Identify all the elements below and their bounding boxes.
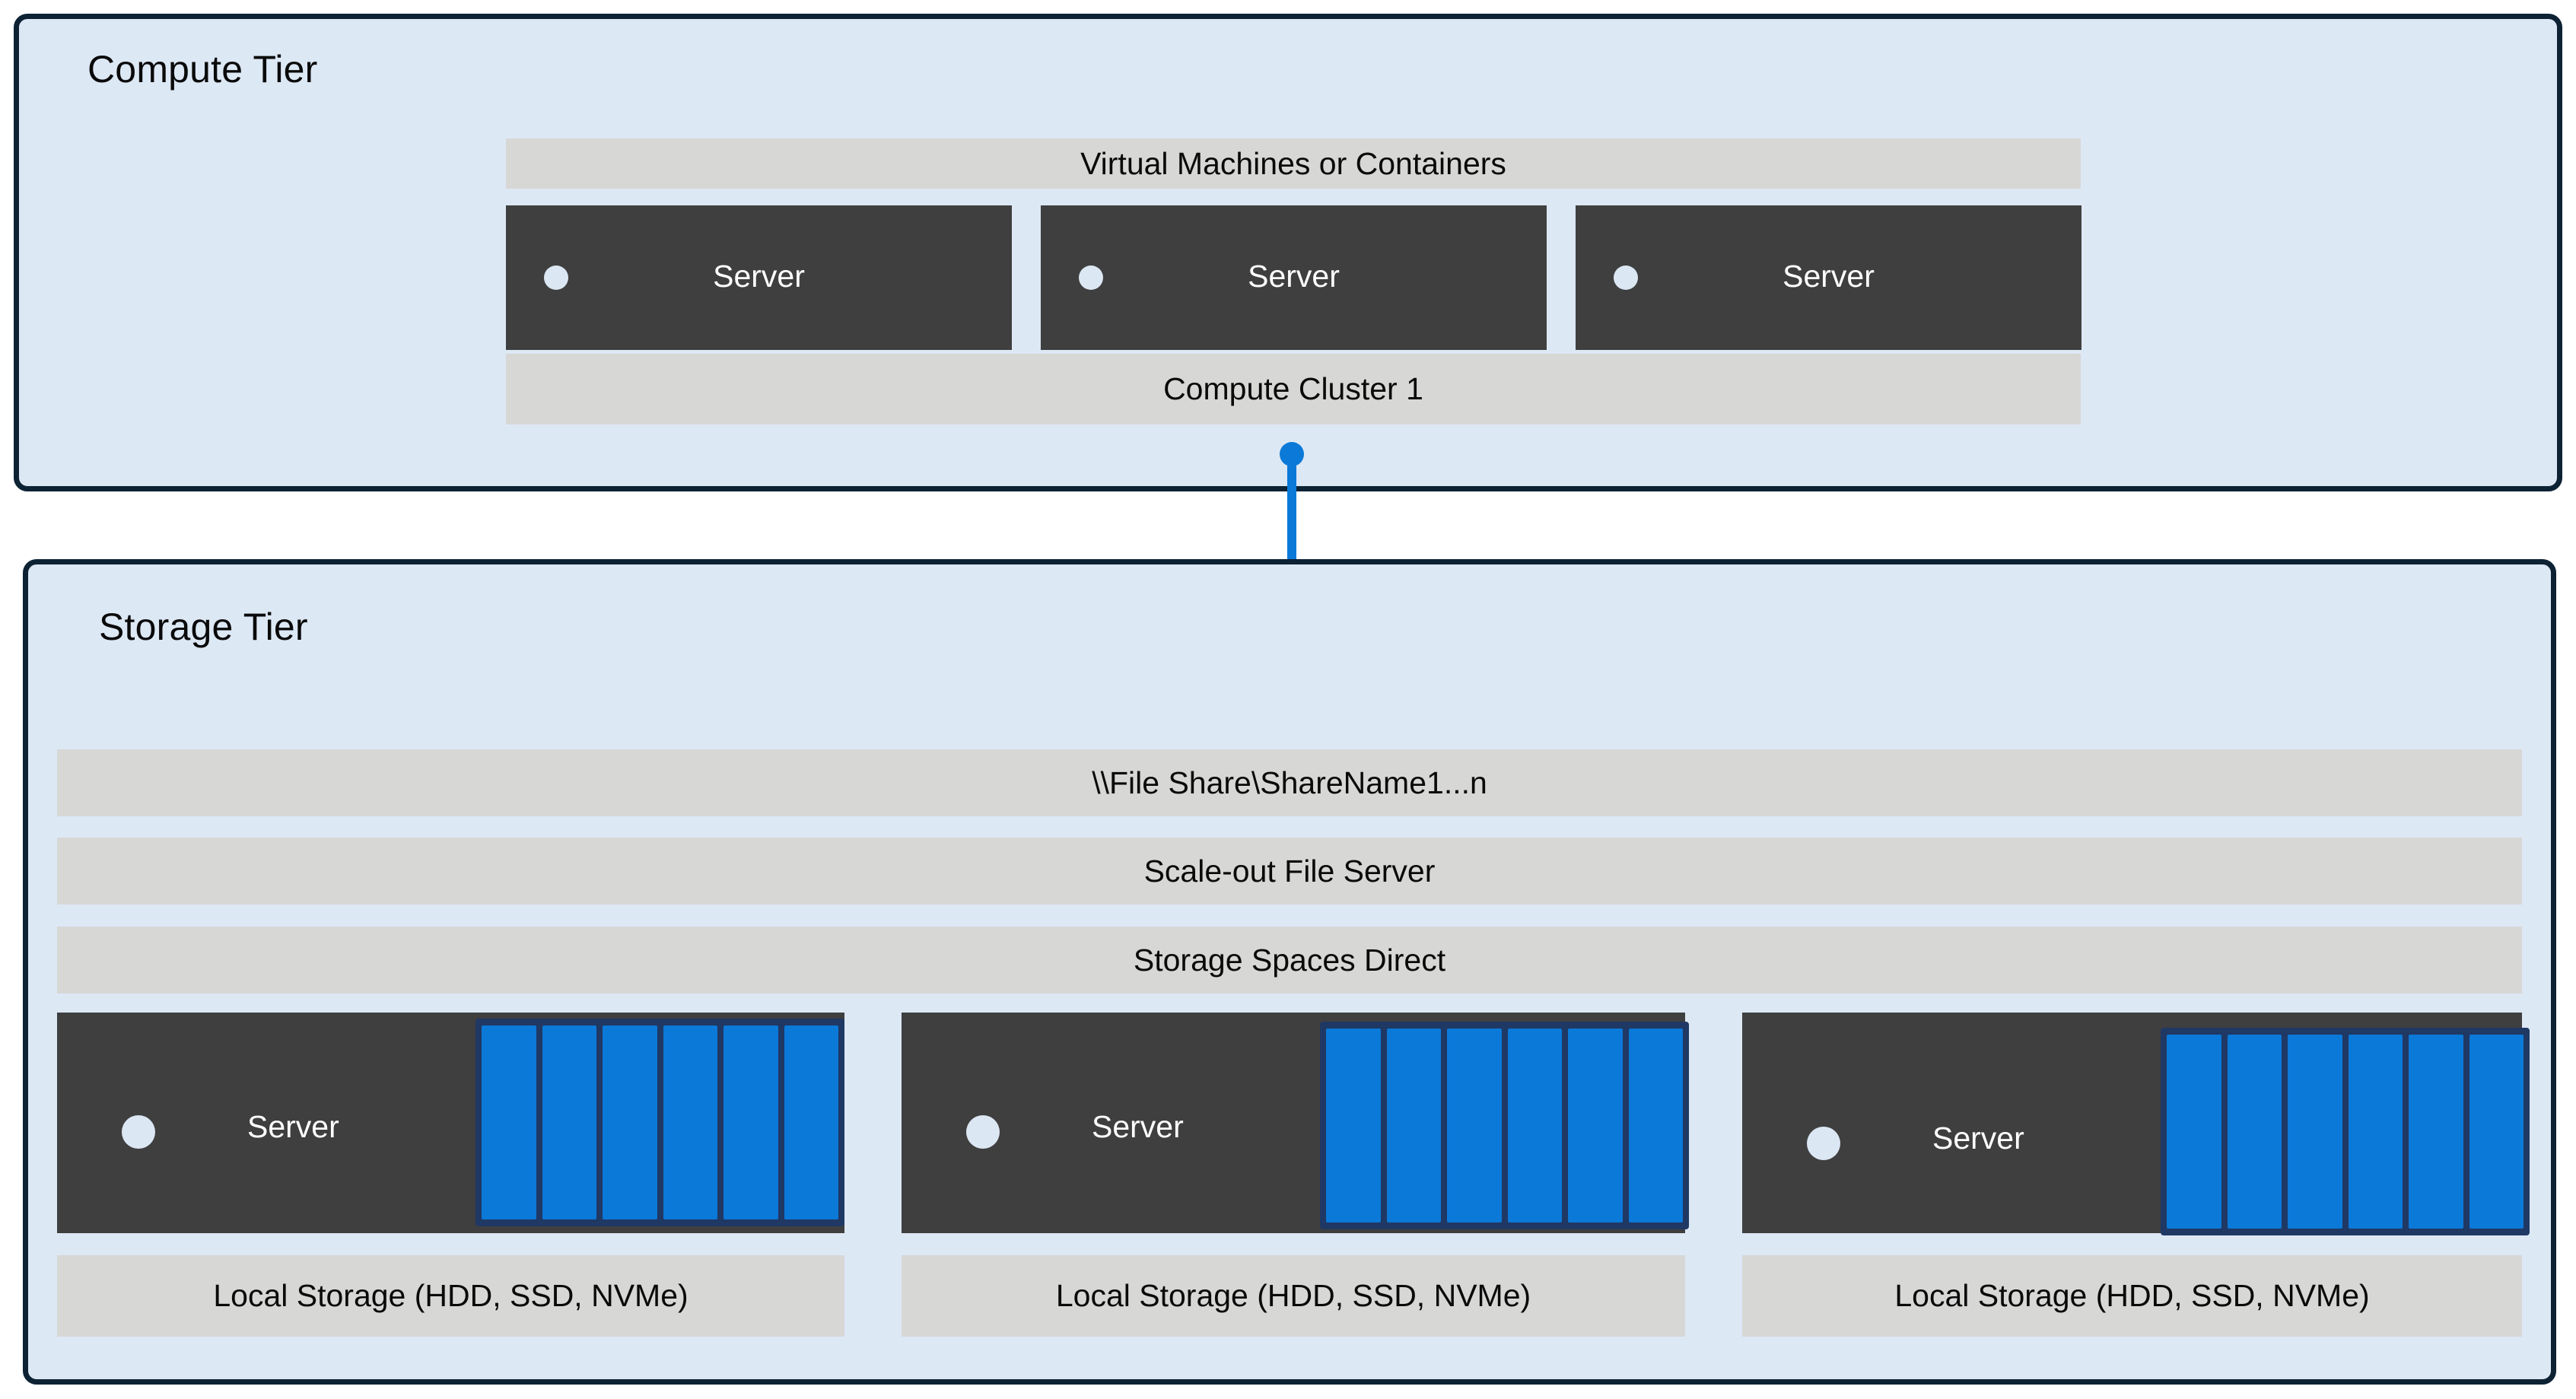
compute-server-1: Server: [506, 205, 1012, 350]
disk-array-2: [1320, 1022, 1689, 1229]
storage-spaces-direct-bar-label: Storage Spaces Direct: [1133, 942, 1446, 978]
disk-drive: [1507, 1029, 1562, 1223]
status-led-icon: [1079, 265, 1103, 290]
compute-server-3: Server: [1576, 205, 2081, 350]
disk-drive: [2409, 1035, 2463, 1229]
storage-tier-title: Storage Tier: [99, 606, 308, 648]
disk-array-3: [2161, 1028, 2530, 1235]
disk-array-1: [475, 1019, 844, 1226]
scale-out-file-server-bar: Scale-out File Server: [57, 838, 2522, 905]
disk-drive: [2348, 1035, 2403, 1229]
compute-server-3-label: Server: [1783, 259, 1875, 294]
status-led-icon: [544, 265, 568, 290]
disk-drive: [1447, 1029, 1502, 1223]
disk-drive: [784, 1025, 838, 1219]
file-share-bar: \\File Share\ShareName1...n: [57, 749, 2522, 816]
connector-dot-top-icon: [1280, 442, 1304, 466]
local-storage-bar-2-label: Local Storage (HDD, SSD, NVMe): [1055, 1278, 1531, 1313]
local-storage-bar-2: Local Storage (HDD, SSD, NVMe): [902, 1255, 1685, 1337]
virtual-machines-bar-label: Virtual Machines or Containers: [1080, 145, 1506, 181]
local-storage-bar-1-label: Local Storage (HDD, SSD, NVMe): [213, 1278, 689, 1313]
file-share-bar-label: \\File Share\ShareName1...n: [1092, 765, 1487, 800]
storage-server-1-label: Server: [247, 1109, 339, 1144]
disk-drive: [1326, 1029, 1381, 1223]
compute-cluster-bar-label: Compute Cluster 1: [1163, 371, 1423, 406]
disk-drive: [2288, 1035, 2342, 1229]
status-led-icon: [1807, 1127, 1840, 1160]
compute-server-2-label: Server: [1248, 259, 1340, 294]
disk-drive: [2469, 1035, 2524, 1229]
disk-drive: [1628, 1029, 1683, 1223]
local-storage-bar-3: Local Storage (HDD, SSD, NVMe): [1742, 1255, 2522, 1337]
scale-out-file-server-bar-label: Scale-out File Server: [1143, 853, 1436, 889]
compute-server-1-label: Server: [713, 259, 805, 294]
disk-drive: [542, 1025, 596, 1219]
disk-drive: [603, 1025, 657, 1219]
disk-drive: [663, 1025, 717, 1219]
compute-tier-title: Compute Tier: [87, 48, 318, 91]
local-storage-bar-1: Local Storage (HDD, SSD, NVMe): [57, 1255, 844, 1337]
disk-drive: [2227, 1035, 2282, 1229]
status-led-icon: [1614, 265, 1638, 290]
disk-drive: [482, 1025, 536, 1219]
storage-spaces-direct-bar: Storage Spaces Direct: [57, 927, 2522, 994]
disk-drive: [724, 1025, 778, 1219]
status-led-icon: [122, 1115, 155, 1149]
disk-drive: [2167, 1035, 2221, 1229]
compute-server-2: Server: [1041, 205, 1547, 350]
local-storage-bar-3-label: Local Storage (HDD, SSD, NVMe): [1894, 1278, 2370, 1313]
compute-cluster-bar: Compute Cluster 1: [506, 354, 2081, 424]
storage-server-2-label: Server: [1092, 1109, 1184, 1144]
disk-drive: [1386, 1029, 1441, 1223]
status-led-icon: [966, 1115, 1000, 1149]
disk-drive: [1568, 1029, 1623, 1223]
storage-server-3-label: Server: [1932, 1121, 2024, 1156]
virtual-machines-bar: Virtual Machines or Containers: [506, 138, 2081, 189]
